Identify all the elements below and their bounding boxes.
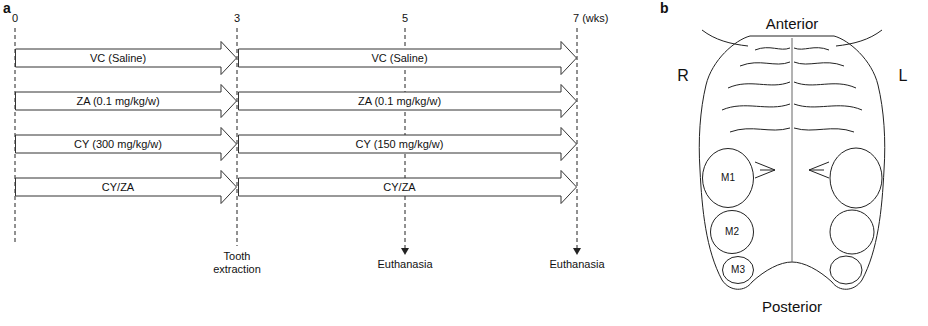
arrow-outline bbox=[16, 171, 237, 204]
tooth-label: M1 bbox=[721, 172, 735, 184]
palatal-ruga bbox=[728, 82, 790, 88]
week-number: 3 bbox=[234, 12, 240, 25]
molar-tooth: M2 bbox=[710, 210, 754, 254]
arrow-outline bbox=[239, 171, 577, 204]
panel-letter: b bbox=[660, 0, 669, 17]
arrow-outline bbox=[16, 128, 237, 161]
palatal-ruga bbox=[722, 104, 790, 110]
palatal-ruga bbox=[794, 82, 856, 88]
molar-outline bbox=[830, 256, 862, 284]
palatal-ruga bbox=[794, 128, 854, 132]
treatment-label: CY (150 mg/kg/w) bbox=[356, 138, 444, 151]
treatment-label: VC (Saline) bbox=[371, 52, 427, 65]
arrow-outline bbox=[239, 42, 577, 75]
week-line bbox=[577, 28, 578, 249]
arrow-outline bbox=[239, 85, 577, 118]
cross-mark bbox=[755, 162, 775, 178]
event-label: Tooth extraction bbox=[202, 250, 272, 276]
treatment-label: CY (300 mg/kg/w) bbox=[74, 138, 162, 151]
treatment-label: CY/ZA bbox=[383, 181, 415, 194]
tooth-outline bbox=[711, 211, 754, 254]
palate-outline bbox=[699, 36, 885, 289]
lip-line bbox=[836, 30, 882, 46]
treatment-arrow: ZA (0.1 mg/kg/w) bbox=[238, 84, 577, 118]
treatment-label: VC (Saline) bbox=[90, 52, 146, 65]
tooth-label: M2 bbox=[725, 226, 739, 238]
treatment-label: ZA (0.1 mg/kg/w) bbox=[358, 95, 441, 108]
week-line bbox=[237, 28, 238, 246]
treatment-arrow: VC (Saline) bbox=[15, 41, 237, 75]
direction-label: Posterior bbox=[762, 298, 822, 316]
arrow-outline bbox=[16, 42, 237, 75]
treatment-arrow: CY/ZA bbox=[238, 170, 577, 204]
molar-outline bbox=[830, 210, 874, 254]
midline bbox=[792, 38, 793, 262]
treatment-label: ZA (0.1 mg/kg/w) bbox=[76, 95, 159, 108]
event-label: Euthanasia bbox=[377, 258, 432, 271]
treatment-arrow: VC (Saline) bbox=[238, 41, 577, 75]
lip-line bbox=[702, 30, 748, 46]
cross-mark bbox=[809, 162, 829, 178]
arrow-outline bbox=[16, 85, 237, 118]
palatal-ruga bbox=[755, 48, 790, 50]
direction-label: Anterior bbox=[766, 15, 819, 33]
palatal-ruga bbox=[740, 62, 790, 66]
treatment-arrow: CY/ZA bbox=[15, 170, 237, 204]
treatment-arrow: ZA (0.1 mg/kg/w) bbox=[15, 84, 237, 118]
palatal-ruga bbox=[794, 104, 862, 110]
panel-letter: a bbox=[3, 0, 11, 17]
palatal-ruga bbox=[794, 62, 844, 66]
treatment-arrow: CY (150 mg/kg/w) bbox=[238, 127, 577, 161]
treatment-arrow: CY (300 mg/kg/w) bbox=[15, 127, 237, 161]
arrow-tip bbox=[573, 248, 581, 255]
week-number: 0 bbox=[12, 12, 18, 25]
tooth-outline bbox=[703, 149, 754, 208]
treatment-label: CY/ZA bbox=[102, 181, 134, 194]
week-number: 5 bbox=[402, 12, 408, 25]
arrow-outline bbox=[239, 128, 577, 161]
molar-outline bbox=[830, 148, 882, 208]
palatal-ruga bbox=[730, 128, 790, 132]
week-number: 7 (wks) bbox=[573, 12, 608, 25]
tooth-label: M3 bbox=[731, 264, 745, 276]
arrow-tip bbox=[401, 248, 409, 255]
event-label: Euthanasia bbox=[549, 258, 604, 271]
palatal-ruga bbox=[794, 48, 829, 50]
side-label: R bbox=[677, 66, 689, 85]
tooth-outline bbox=[723, 257, 754, 284]
side-label: L bbox=[899, 66, 908, 85]
molar-tooth: M3 bbox=[722, 256, 754, 284]
molar-tooth: M1 bbox=[702, 148, 754, 208]
